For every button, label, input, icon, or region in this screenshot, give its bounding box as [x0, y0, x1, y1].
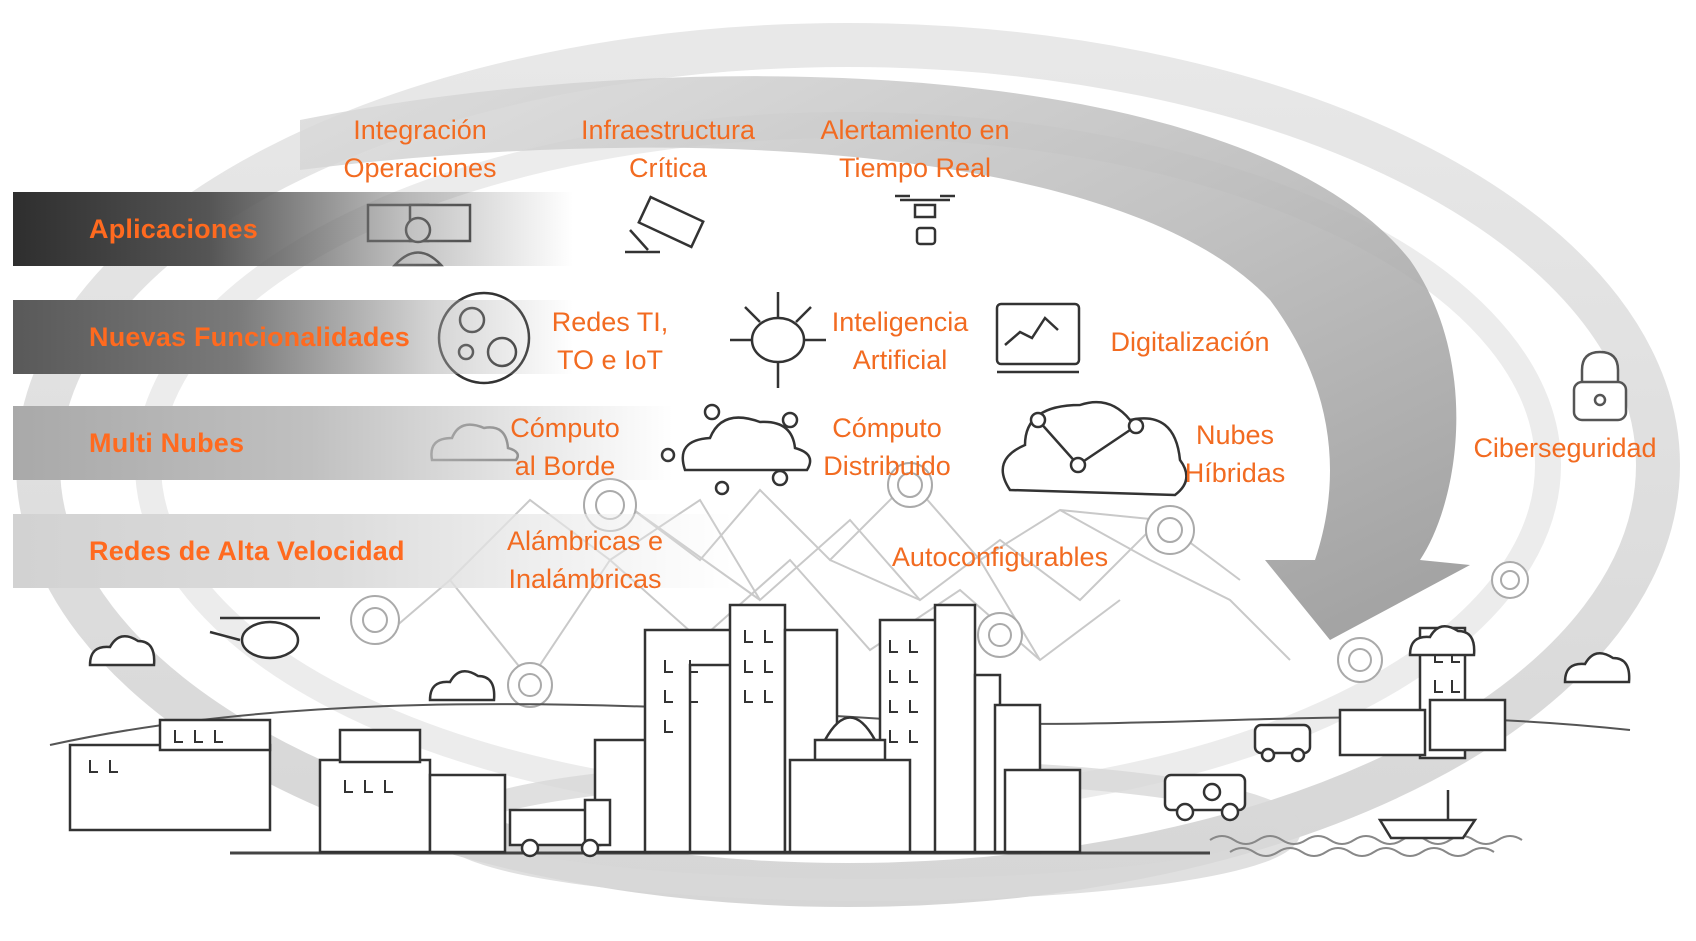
layer-bar-multicloud: Multi Nubes: [13, 406, 673, 480]
func-label-networks-it-ot-iot: Redes TI, TO e IoT: [551, 307, 669, 375]
cloud-label-distributed-computing: Cómputo Distribuido: [823, 413, 951, 481]
digital-screen-icon: [995, 302, 1081, 374]
padlock-icon: [1572, 350, 1628, 422]
net-label-wired-wireless: Alámbricas e Inalámbricas: [506, 526, 664, 594]
security-camera-icon: [625, 195, 705, 254]
capitol-dome: [788, 716, 912, 854]
small-clouds: [88, 624, 1631, 702]
app-label-operations: Integración Operaciones: [343, 115, 497, 183]
boat: [1377, 790, 1478, 840]
layer-label-multicloud: Multi Nubes: [89, 427, 245, 458]
security-label: Ciberseguridad: [1473, 433, 1657, 463]
cycle-arrow: [300, 76, 1470, 641]
layer-bar-networks: Redes de Alta Velocidad: [13, 514, 733, 588]
cloud-label-hybrid-clouds: Nubes Híbridas: [1184, 420, 1286, 488]
app-label-realtime-alerts: Alertamiento en Tiempo Real: [820, 115, 1010, 183]
net-label-self-configuring: Autoconfigurables: [891, 542, 1109, 572]
cloud-label-edge-computing: Cómputo al Borde: [510, 413, 620, 481]
ambulance: [1163, 773, 1247, 822]
layer-label-functionalities: Nuevas Funcionalidades: [89, 321, 410, 352]
func-label-digitalization: Digitalización: [1110, 327, 1270, 357]
layer-bar-functionalities: Nuevas Funcionalidades: [13, 300, 573, 374]
layer-label-applications: Aplicaciones: [89, 213, 258, 244]
ai-brain-icon: [730, 292, 826, 388]
func-label-artificial-intelligence: Inteligencia Artificial: [831, 307, 969, 375]
app-label-critical-infrastructure: Infraestructura Crítica: [580, 115, 756, 183]
water-waves: [1209, 835, 1523, 857]
building-windows: [89, 630, 1460, 793]
fire-truck: [508, 798, 612, 858]
drone-camera-icon: [895, 194, 955, 246]
hybrid-cloud-icon: [1001, 400, 1188, 497]
police-car: [1253, 723, 1312, 763]
layer-bar-applications: Aplicaciones: [13, 192, 573, 266]
layer-label-networks: Redes de Alta Velocidad: [89, 535, 405, 566]
network-cloud-icon: [660, 403, 812, 496]
helicopter: [209, 616, 320, 660]
